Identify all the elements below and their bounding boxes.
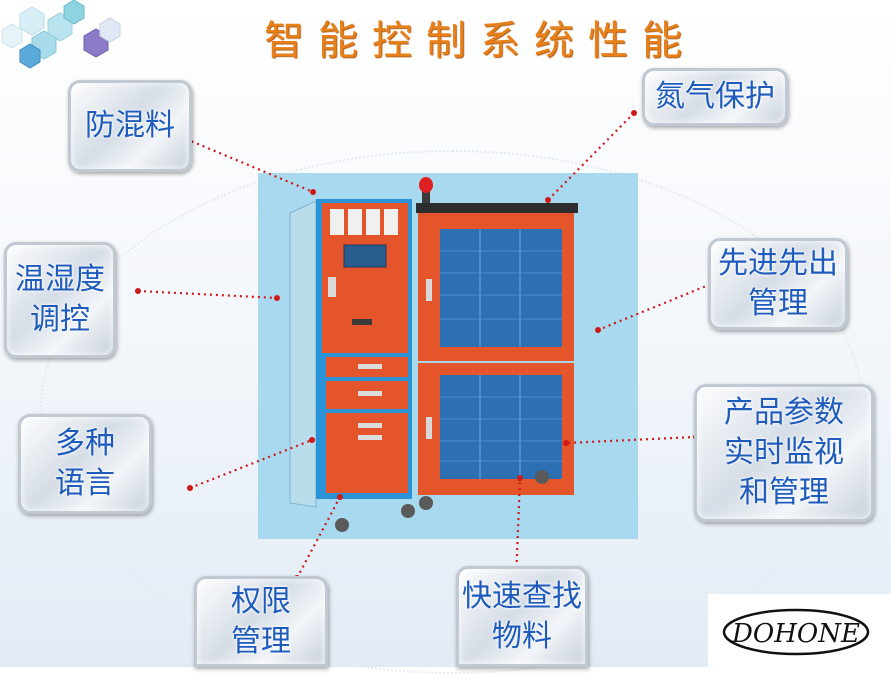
feature-monitoring-line-1: 产品参数 [724, 395, 844, 430]
logo-text: DOHONE [731, 619, 860, 649]
logo-area: DOHONE [708, 594, 891, 667]
feature-fifo-line-1: 先进先出 [718, 246, 838, 281]
feature-monitoring-line-3: 和管理 [739, 475, 829, 510]
slide-title: 智能控制系统性能 [264, 18, 696, 64]
feature-multi-language-line-2: 语言 [55, 466, 115, 501]
feature-monitoring-line-2: 实时监视 [724, 435, 844, 470]
feature-quick-find: 快速查找 物料 [456, 566, 588, 667]
feature-anti-mix: 防混料 [68, 80, 192, 172]
feature-temp-humidity-line-1: 温湿度 [15, 262, 105, 297]
feature-permission: 权限 管理 [194, 576, 328, 667]
feature-anti-mix-line-1: 防混料 [85, 108, 175, 143]
feature-multi-language: 多种 语言 [18, 414, 152, 514]
feature-quick-find-line-2: 物料 [492, 618, 552, 654]
feature-permission-line-2: 管理 [231, 623, 291, 659]
storage-cabinet-image [258, 173, 638, 539]
feature-temp-humidity: 温湿度 调控 [4, 242, 116, 358]
feature-quick-find-line-1: 快速查找 [462, 578, 582, 614]
feature-permission-line-1: 权限 [231, 583, 291, 619]
feature-monitoring: 产品参数 实时监视 和管理 [694, 384, 874, 522]
feature-fifo: 先进先出 管理 [708, 238, 848, 330]
hexagon-decoration [1, 0, 121, 69]
feature-temp-humidity-line-2: 调控 [30, 302, 90, 337]
feature-nitrogen: 氮气保护 [642, 68, 788, 126]
feature-nitrogen-line-1: 氮气保护 [655, 79, 775, 114]
feature-fifo-line-2: 管理 [748, 286, 808, 321]
dohone-logo: DOHONE [722, 608, 870, 656]
feature-multi-language-line-1: 多种 [55, 426, 115, 461]
